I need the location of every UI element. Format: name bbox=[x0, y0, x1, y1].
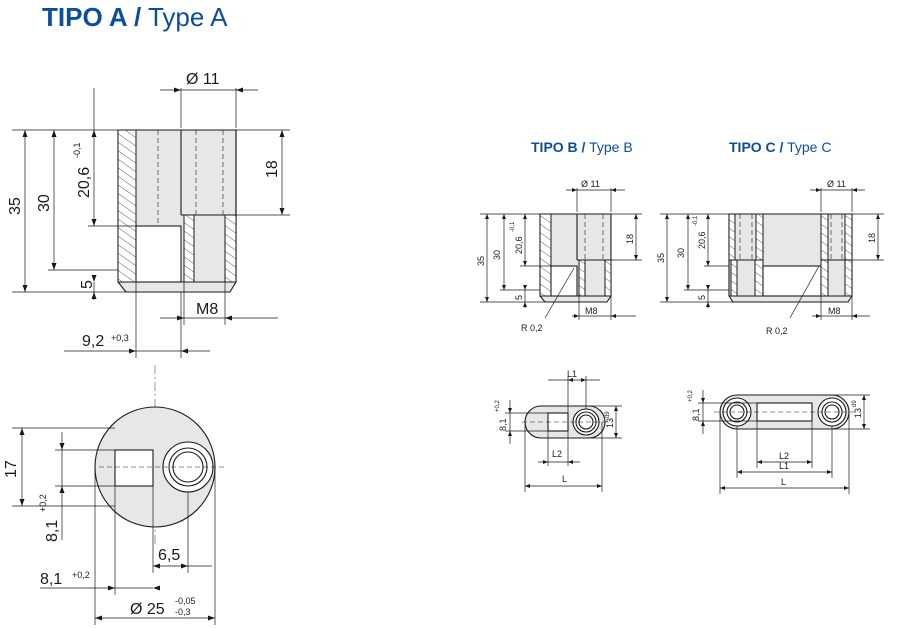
title-type-c-light: Type C bbox=[787, 139, 832, 155]
type-c-dim-20-6: 20,6 bbox=[697, 231, 707, 249]
type-a-dim-8-1-vertical-tol: +0,2 bbox=[38, 494, 48, 512]
type-a-thread-hatch-right bbox=[224, 214, 237, 283]
type-c-dim-l2: L2 bbox=[779, 451, 789, 461]
type-b-dim-m8: M8 bbox=[585, 306, 598, 316]
title-type-c: TIPO C / Type C bbox=[729, 139, 831, 155]
type-a-dim-dia-11: Ø 11 bbox=[186, 71, 220, 88]
type-c-top-view: L2 L1 L 8,1 +0,2 13 d9 bbox=[688, 389, 870, 494]
type-a-dim-35: 35 bbox=[7, 197, 24, 215]
type-a-dim-m8: M8 bbox=[196, 301, 218, 318]
type-c-dim-35: 35 bbox=[656, 253, 666, 263]
type-a-dim-20-6: 20,6 bbox=[76, 167, 93, 198]
type-a-left-wall-hatch bbox=[117, 129, 137, 283]
type-a-dim-8-1-horizontal-tol: +0,2 bbox=[72, 570, 90, 580]
type-b-dim-8-1: 8,1 bbox=[498, 418, 508, 431]
type-b-dim-8-1-tol: +0,2 bbox=[495, 399, 501, 412]
type-b-dim-r02: R 0,2 bbox=[521, 323, 543, 333]
title-type-b: TIPO B / Type B bbox=[531, 139, 633, 155]
type-a-top-pocket bbox=[114, 449, 154, 487]
type-a-dim-18: 18 bbox=[264, 160, 281, 178]
type-c-dim-8-1: 8,1 bbox=[691, 408, 701, 421]
type-c-dim-13: 13 bbox=[853, 408, 863, 418]
type-b-dim-13-tol: d9 bbox=[605, 411, 611, 418]
type-a-dim-dia-25: Ø 25 bbox=[130, 601, 165, 618]
type-b-dim-35: 35 bbox=[476, 256, 486, 266]
type-a-top-view: 17 8,1 +0,2 6,5 8,1 +0,2 Ø 25 -0,05 -0,3 bbox=[3, 365, 224, 625]
title-type-a: TIPO A / Type A bbox=[42, 2, 227, 33]
type-c-dim-8-1-tol: +0,2 bbox=[688, 389, 694, 402]
type-a-dim-17: 17 bbox=[3, 460, 20, 478]
title-type-b-light: Type B bbox=[589, 139, 633, 155]
type-a-dim-9-2-tol: +0,3 bbox=[111, 333, 129, 343]
type-a-thread-hatch-left bbox=[183, 214, 195, 283]
title-type-c-bold: TIPO C / bbox=[729, 139, 784, 155]
title-type-b-bold: TIPO B / bbox=[531, 139, 586, 155]
type-c-dim-m8: M8 bbox=[828, 306, 841, 316]
type-a-section-view: Ø 11 35 30 20,6 -0,1 5 18 M8 bbox=[7, 71, 290, 358]
type-c-dim-13-tol: d9 bbox=[852, 400, 858, 407]
type-c-dim-l: L bbox=[781, 477, 786, 487]
type-a-dim-9-2: 9,2 bbox=[82, 333, 104, 350]
type-b-dim-l2: L2 bbox=[552, 449, 562, 459]
type-a-dim-dia-25-tol-top: -0,05 bbox=[175, 596, 196, 606]
type-c-dim-30: 30 bbox=[676, 248, 686, 258]
type-b-dim-13: 13 bbox=[605, 418, 615, 428]
type-c-dim-18: 18 bbox=[867, 233, 877, 243]
type-b-section-view: Ø 11 35 30 20,6 -0,1 5 18 R 0,2 M8 bbox=[476, 179, 642, 333]
type-c-section-view: Ø 11 35 30 20,6 -0,1 5 18 R 0,2 M8 bbox=[656, 179, 884, 336]
type-b-dim-18: 18 bbox=[625, 234, 635, 244]
type-b-dim-20-6: 20,6 bbox=[514, 236, 524, 254]
type-b-top-view: L1 L2 L 8,1 +0,2 13 d9 bbox=[495, 369, 622, 492]
type-c-dim-r02: R 0,2 bbox=[766, 326, 788, 336]
type-b-dim-l1: L1 bbox=[567, 369, 577, 379]
title-type-a-light: Type A bbox=[147, 2, 228, 32]
type-a-dim-dia-25-tol-bottom: -0,3 bbox=[175, 607, 191, 617]
type-a-dim-6-5: 6,5 bbox=[158, 547, 180, 564]
type-c-dim-20-6-tol: -0,1 bbox=[693, 215, 699, 226]
type-a-pocket bbox=[135, 225, 182, 283]
type-b-dim-20-6-tol: -0,1 bbox=[510, 221, 516, 232]
type-a-dim-30: 30 bbox=[36, 194, 53, 212]
type-c-dim-l1: L1 bbox=[779, 461, 789, 471]
type-b-dim-30: 30 bbox=[492, 250, 502, 260]
type-a-dim-5: 5 bbox=[79, 280, 96, 289]
type-c-dim-dia-11: Ø 11 bbox=[827, 179, 846, 189]
type-a-dim-8-1-vertical: 8,1 bbox=[44, 520, 61, 542]
type-a-dim-8-1-horizontal: 8,1 bbox=[40, 571, 62, 588]
title-type-a-bold: TIPO A / bbox=[42, 2, 142, 32]
type-b-dim-l: L bbox=[562, 474, 567, 484]
type-c-dim-5: 5 bbox=[697, 295, 707, 300]
type-b-dim-dia-11: Ø 11 bbox=[581, 179, 600, 189]
type-a-dim-20-6-tol: -0,1 bbox=[72, 142, 82, 158]
type-b-dim-5: 5 bbox=[514, 295, 524, 300]
